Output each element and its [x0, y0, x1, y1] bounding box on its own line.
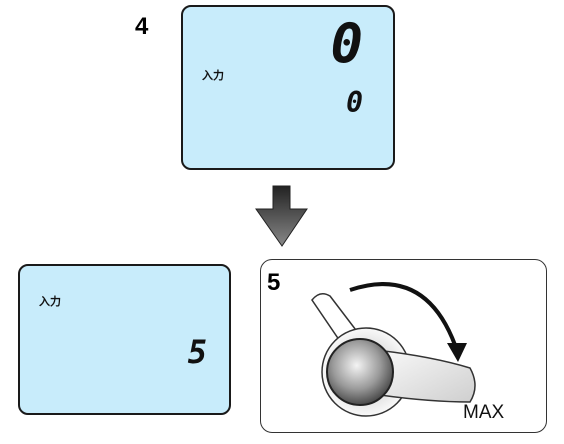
input-label: 入力	[202, 69, 224, 82]
lcd-display-result: 入力 5	[18, 264, 231, 415]
big-digit-value: 0	[330, 12, 363, 75]
max-label: MAX	[463, 402, 505, 423]
lcd-display-step4: 入力 0 0	[181, 5, 395, 170]
input-label: 入力	[39, 295, 61, 308]
small-digit-value: 0	[346, 86, 363, 119]
step-5-number: 5	[267, 269, 281, 296]
step-4-number: 4	[135, 13, 149, 40]
result-digit-value: 5	[187, 333, 207, 371]
